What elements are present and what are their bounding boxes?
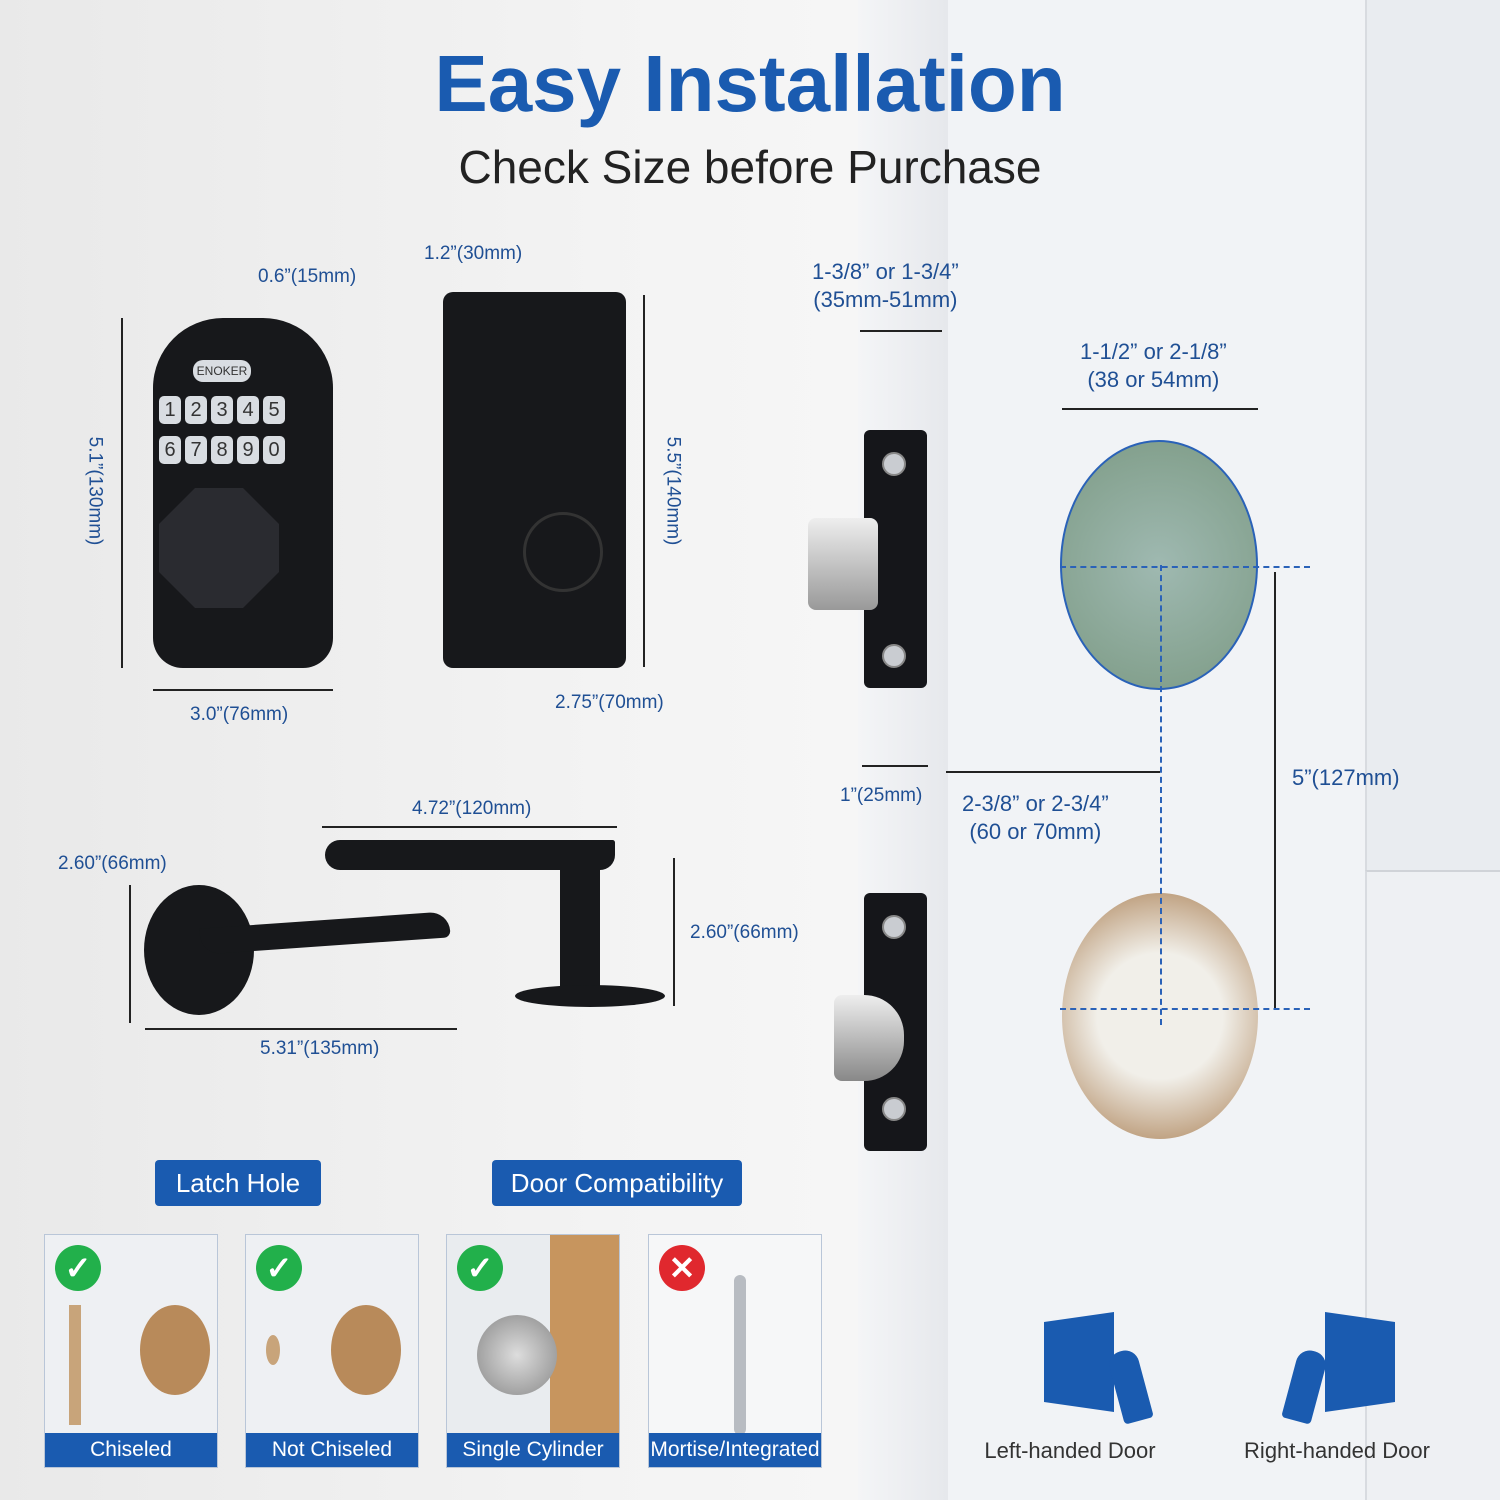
dim-line: [1274, 572, 1276, 1008]
guide-line: [1060, 1008, 1310, 1010]
card-label: Chiseled: [45, 1433, 217, 1467]
passage-latch-tongue: [834, 995, 904, 1081]
door-frame: [1365, 0, 1500, 870]
card-not-chiseled: ✓ Not Chiseled: [245, 1234, 419, 1468]
card-single-cylinder: ✓ Single Cylinder: [446, 1234, 620, 1468]
key-2: 2: [185, 396, 207, 424]
dim-back-depth: 1.2”(30mm): [424, 243, 523, 264]
key-9: 9: [237, 436, 259, 464]
key-1: 1: [159, 396, 181, 424]
check-icon: ✓: [55, 1245, 101, 1291]
guide-line: [1160, 565, 1162, 1025]
page-title: Easy Installation: [434, 39, 1066, 128]
dim-line: [643, 295, 645, 667]
dim-text: (38 or 54mm): [1087, 367, 1220, 392]
dim-line: [121, 318, 123, 668]
dim-front-thickness: 0.6”(15mm): [258, 266, 357, 287]
card-label: Not Chiseled: [246, 1433, 418, 1467]
dim-line: [862, 765, 928, 767]
dim-lever-rose-height: 2.60”(66mm): [58, 853, 167, 874]
dim-bore-hole: 1-1/2” or 2-1/8” (38 or 54mm): [1080, 338, 1227, 394]
guide-line: [1060, 566, 1310, 568]
door-frame-lower: [1365, 870, 1500, 1500]
dim-latch-hole: 1”(25mm): [840, 785, 923, 806]
bore-hole-upper: [1060, 440, 1258, 690]
card-label: Single Cylinder: [447, 1433, 619, 1467]
right-handed-door-icon: [1325, 1312, 1395, 1412]
card-chiseled: ✓ Chiseled: [44, 1234, 218, 1468]
bore-illustration: [140, 1305, 210, 1395]
door-edge: [858, 0, 948, 1500]
cylinder-knob: [159, 488, 279, 608]
dim-line: [673, 858, 675, 1006]
dim-center-distance: 5”(127mm): [1292, 765, 1400, 790]
dim-line: [946, 771, 1160, 773]
deadbolt-latch-plate: [864, 430, 927, 688]
dim-line: [322, 826, 617, 828]
right-handed-label: Right-handed Door: [1244, 1438, 1430, 1463]
cross-icon: ✕: [659, 1245, 705, 1291]
interior-unit: [443, 292, 626, 668]
dim-door-thickness: 1-3/8” or 1-3/4” (35mm-51mm): [812, 258, 959, 314]
thumb-turn: [523, 512, 603, 592]
latch-hole-badge: Latch Hole: [155, 1160, 321, 1206]
brand-logo: ENOKER: [193, 360, 251, 382]
bore-illustration: [331, 1305, 401, 1395]
dim-backset: 2-3/8” or 2-3/4” (60 or 70mm): [962, 790, 1109, 846]
key-7: 7: [185, 436, 207, 464]
key-4: 4: [237, 396, 259, 424]
dim-line: [129, 885, 131, 1023]
dim-text: 1-1/2” or 2-1/8”: [1080, 339, 1227, 364]
left-handed-label: Left-handed Door: [984, 1438, 1156, 1463]
dim-line: [860, 330, 942, 332]
card-label: Mortise/Integrated: [649, 1433, 821, 1467]
key-3: 3: [211, 396, 233, 424]
key-6: 6: [159, 436, 181, 464]
dim-text: (60 or 70mm): [969, 819, 1102, 844]
keypad-front: ENOKER 1 2 3 4 5 6 7 8 9 0: [153, 318, 333, 668]
dim-text: 2-3/8” or 2-3/4”: [962, 791, 1109, 816]
dim-text: (35mm-51mm): [813, 287, 958, 312]
deadbolt-bolt: [808, 518, 878, 610]
deadbolt-illustration: [477, 1315, 557, 1395]
chiseled-latch: [69, 1305, 81, 1425]
mortise-illustration: [734, 1275, 746, 1435]
card-mortise: ✕ Mortise/Integrated: [648, 1234, 822, 1468]
dim-back-height: 5.5”(140mm): [662, 436, 684, 546]
dim-line: [145, 1028, 457, 1030]
dim-lever-total-width: 5.31”(135mm): [260, 1038, 380, 1059]
dim-front-width: 3.0”(76mm): [190, 704, 289, 725]
dim-lever-length: 4.72”(120mm): [412, 798, 532, 819]
dim-line: [153, 689, 333, 691]
latch-hole: [266, 1335, 280, 1365]
check-icon: ✓: [457, 1245, 503, 1291]
page-subtitle: Check Size before Purchase: [458, 141, 1042, 193]
dim-lever-side-height: 2.60”(66mm): [690, 922, 799, 943]
lever-side-base: [515, 985, 665, 1007]
dim-line: [1062, 408, 1258, 410]
left-handed-door-icon: [1044, 1312, 1114, 1412]
dim-back-width: 2.75”(70mm): [555, 692, 664, 713]
key-8: 8: [211, 436, 233, 464]
key-0: 0: [263, 436, 285, 464]
door-compat-badge: Door Compatibility: [492, 1160, 742, 1206]
key-5: 5: [263, 396, 285, 424]
dim-front-height: 5.1”(130mm): [84, 436, 106, 546]
lever-side-post: [560, 860, 600, 990]
dim-text: 1-3/8” or 1-3/4”: [812, 259, 959, 284]
check-icon: ✓: [256, 1245, 302, 1291]
